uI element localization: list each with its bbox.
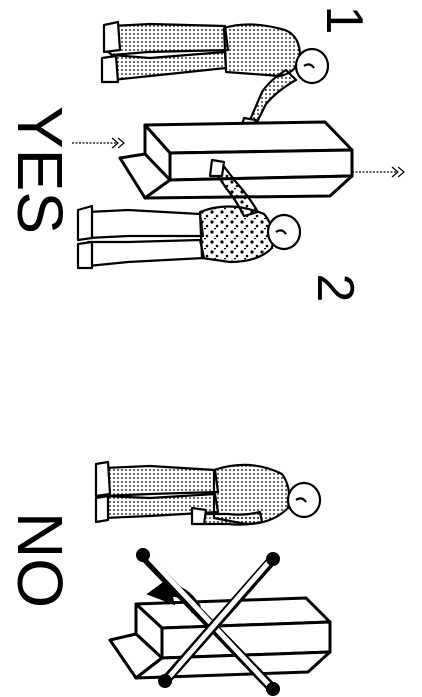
wrong-method-panel: NO [4, 462, 330, 696]
person-lifting-icon [102, 22, 328, 134]
no-label: NO [4, 512, 76, 608]
step-2-number: 2 [306, 274, 364, 303]
correct-method-panel: YES 1 2 [4, 6, 404, 303]
step-1-number: 1 [315, 6, 373, 35]
person-icon [96, 462, 320, 525]
yes-label: YES [4, 106, 76, 234]
